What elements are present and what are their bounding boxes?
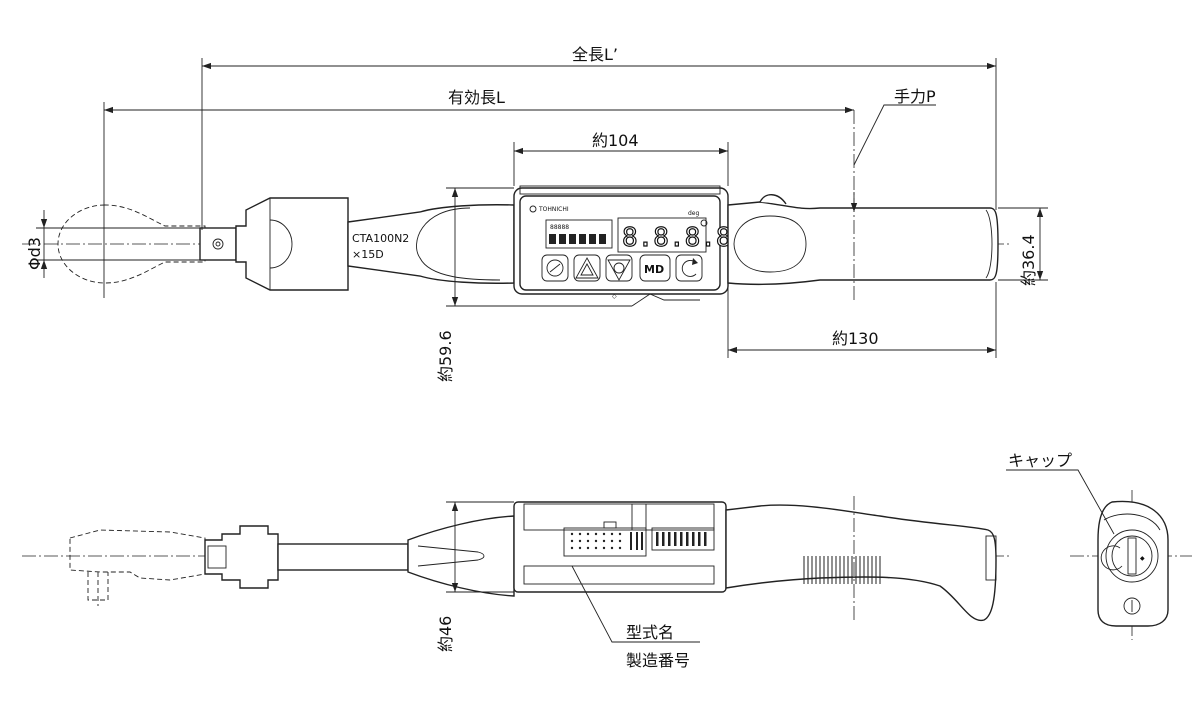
side-cone-slot	[417, 545, 485, 567]
drive-pin-outer	[212, 238, 224, 250]
module-bottom-detail	[631, 293, 700, 307]
side-head-block	[204, 525, 279, 589]
hand-force-leader	[853, 104, 936, 166]
cap-inner	[1111, 535, 1153, 577]
serial-plate-bars	[656, 532, 707, 546]
grip-height-dimension: 約36.4	[998, 207, 1048, 286]
module-bottom-mark: ◇	[612, 293, 617, 300]
head-arc	[269, 219, 293, 269]
model-name-label: 型式名	[626, 623, 674, 642]
front-height-dimension: 約59.6	[436, 187, 632, 382]
svg-text:約130: 約130	[832, 329, 879, 348]
neck-oval	[416, 207, 501, 281]
hand-force-label: 手力P	[894, 87, 936, 106]
svg-text:約59.6: 約59.6	[436, 330, 455, 382]
model-line2: ×15D	[352, 248, 384, 261]
serial-number-label: 製造番号	[626, 651, 690, 670]
ratchet-head-phantom	[57, 204, 206, 284]
bar-segments	[549, 234, 606, 244]
side-module-bottom	[523, 565, 715, 585]
display-top-cap	[519, 185, 721, 195]
side-view: 型式名 製造番号	[22, 496, 1010, 670]
main-display-digits: 8.8.8.8.	[622, 223, 747, 253]
side-module-top	[523, 503, 715, 531]
reset-button[interactable]	[675, 254, 703, 282]
nameplate-dots	[570, 532, 622, 550]
grip-ribs	[803, 556, 881, 584]
model-name-leader	[571, 565, 700, 643]
sub-display-text: 88888	[550, 224, 569, 231]
svg-text:約46: 約46	[436, 616, 455, 652]
side-cone	[407, 515, 515, 597]
svg-text:約36.4: 約36.4	[1019, 234, 1038, 286]
unit-label: deg	[688, 210, 700, 217]
cap-label: キャップ	[1008, 451, 1072, 470]
side-shaft	[277, 543, 409, 571]
square-drive	[199, 227, 237, 261]
cap-slot	[1127, 537, 1137, 575]
drive-pin-inner	[215, 241, 221, 247]
cap-leader	[1006, 469, 1115, 535]
drive-diameter-dimension: Φd3	[25, 210, 200, 278]
side-height-dimension: 約46	[436, 501, 514, 652]
end-view: ◆ キャップ	[1006, 451, 1192, 640]
cap-arrow	[1100, 545, 1123, 571]
main-display	[617, 217, 707, 253]
grip-oval	[733, 215, 807, 273]
effective-length-dimension: 有効長L	[103, 88, 854, 298]
cap-mark: ◆	[1140, 555, 1145, 562]
side-head-phantom	[69, 529, 206, 581]
cap-outer	[1105, 529, 1159, 583]
indicator-led	[700, 219, 708, 227]
svg-text:全長L’: 全長L’	[572, 45, 618, 64]
side-grip	[725, 504, 997, 622]
model-line1: CTA100N2	[352, 232, 409, 245]
svg-text:約104: 約104	[592, 131, 639, 150]
svg-text:MD: MD	[644, 263, 664, 276]
side-head-inner	[207, 545, 227, 569]
grip-length-dimension: 約130	[727, 282, 997, 358]
side-grip-end	[985, 535, 997, 581]
overall-length-dimension: 全長L’	[201, 45, 997, 230]
sub-display	[545, 219, 613, 249]
end-body	[1097, 500, 1169, 627]
grip-tab	[759, 194, 787, 205]
end-screw	[1123, 597, 1141, 615]
brand-text: TOHNICHI	[538, 206, 569, 213]
md-button[interactable]: MD	[639, 254, 671, 282]
grip-end-cap	[985, 209, 993, 279]
up-button[interactable]	[573, 254, 601, 282]
serial-plate	[651, 527, 715, 551]
brand-logo	[529, 205, 537, 213]
nameplate-bars	[630, 532, 643, 550]
display-width-dimension: 約104	[513, 131, 729, 186]
power-button[interactable]	[541, 254, 569, 282]
svg-text:Φd3: Φd3	[25, 237, 44, 270]
side-module-clip	[603, 521, 617, 529]
down-button[interactable]	[605, 254, 633, 282]
svg-text:有効長L: 有効長L	[448, 88, 505, 107]
top-view: TOHNICHI deg 88888 8.8.8.8.	[22, 87, 1010, 307]
end-body-curve	[1103, 513, 1161, 531]
